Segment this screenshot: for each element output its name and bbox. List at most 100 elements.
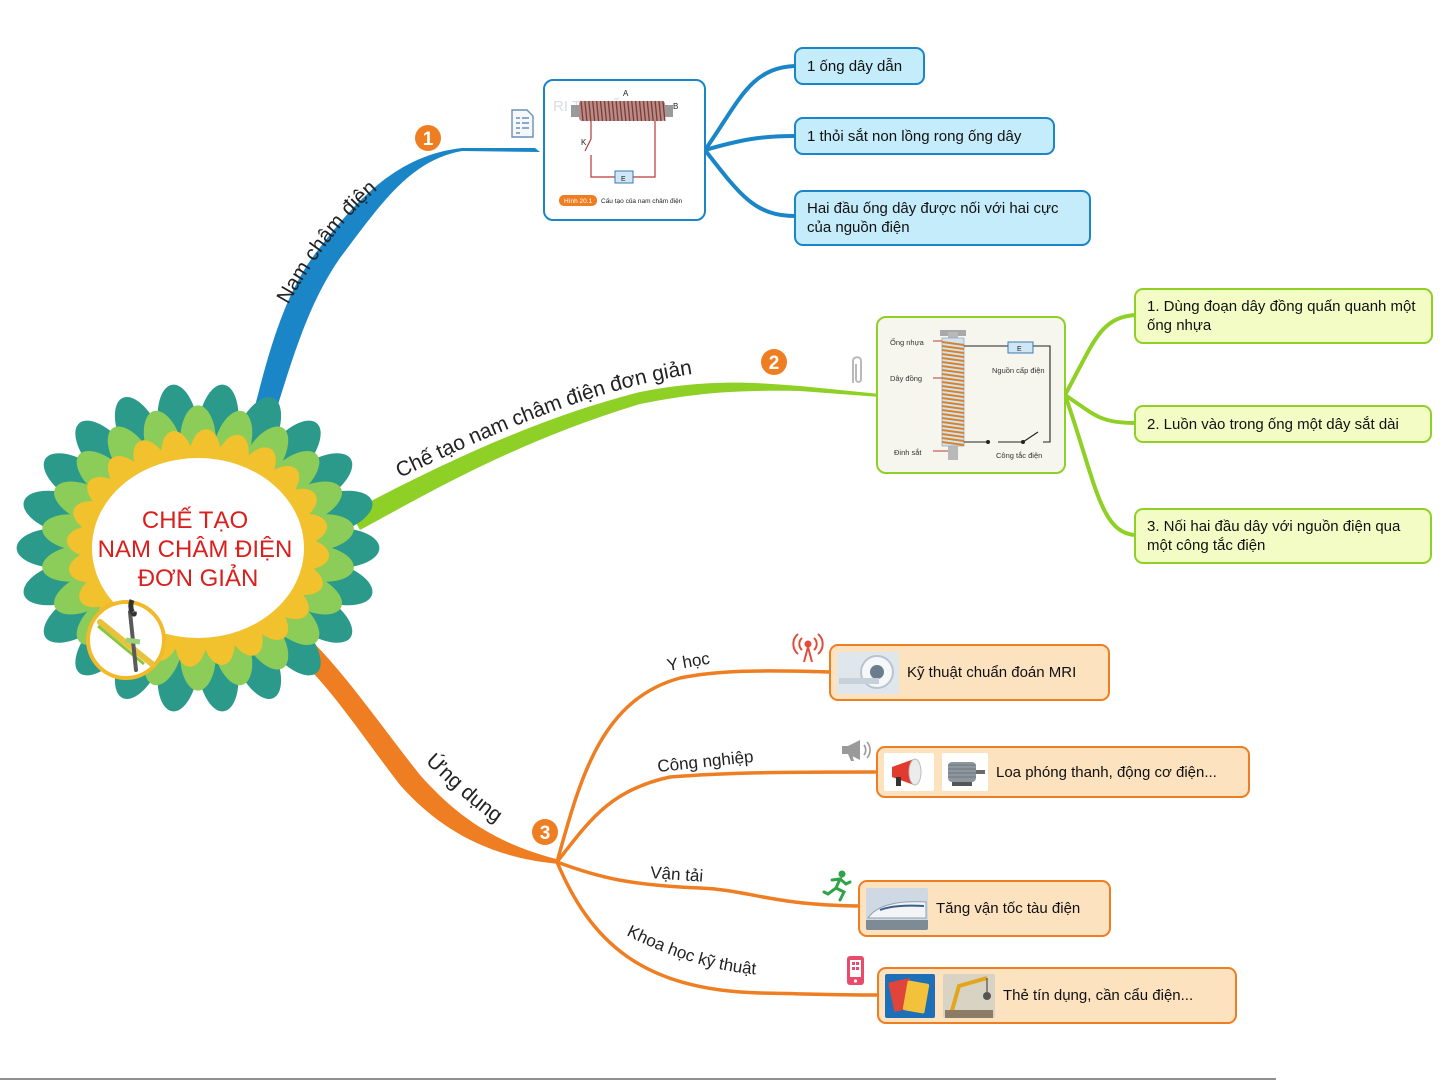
coil-turn: [603, 100, 608, 122]
brush-emblem-icon: [86, 599, 166, 680]
center-disc: [92, 458, 304, 638]
coil-turn: [623, 100, 627, 122]
step-3-text: 3. Nối hai đầu dây với nguồn điện qua mộ…: [1147, 518, 1401, 554]
item-iron-core: 1 thỏi sắt non lồng rong ống dây: [794, 117, 1055, 155]
number-badge-2: 2: [761, 349, 787, 375]
copper-turn: [941, 397, 965, 402]
electric-motor-thumbnail: [942, 753, 988, 791]
coil-turn: [611, 100, 615, 122]
copper-turn: [941, 409, 965, 414]
coil-turn: [627, 100, 631, 122]
app-mri-text: Kỹ thuật chuẩn đoán MRI: [907, 664, 1077, 681]
sub-label-medicine: Y học: [665, 649, 711, 675]
center-title-line1: CHẾ TẠO: [142, 506, 248, 534]
coil-turn: [615, 100, 619, 122]
branch-1-label: Nam châm điện: [272, 176, 381, 308]
runner-icon: [822, 870, 852, 902]
coil-turn: [642, 100, 647, 122]
copper-turn: [941, 429, 965, 434]
copper-turn: [941, 361, 965, 366]
item-coil: 1 ống dây dẫn: [794, 47, 925, 85]
coil-turn: [634, 100, 639, 122]
label-wire: Dây đồng: [890, 374, 922, 383]
app-mri: Kỹ thuật chuẩn đoán MRI: [829, 644, 1110, 701]
copper-turn: [941, 377, 965, 382]
electromagnet-diagram: RI T C SỐNG A B K E Hình 20.1 Cấu tạo củ…: [553, 89, 683, 206]
copper-turn: [941, 421, 965, 426]
label-power: Nguồn cấp điện: [992, 366, 1045, 375]
label-e-2: E: [1017, 346, 1022, 353]
app-science-text: Thẻ tín dụng, cần cẩu điện...: [1003, 987, 1194, 1004]
copper-turn: [941, 373, 965, 378]
paperclip-icon: [852, 356, 862, 383]
copper-turn: [941, 393, 965, 398]
signal-tower-icon: [792, 633, 824, 663]
figure-electromagnet: RI T C SỐNG A B K E Hình 20.1 Cấu tạo củ…: [543, 79, 706, 221]
branch-3-stroke: [290, 630, 560, 864]
item-iron-core-text: 1 thỏi sắt non lồng rong ống dây: [807, 127, 1022, 145]
coil-turn: [638, 100, 643, 122]
coil-turn: [654, 100, 658, 122]
coil-turn: [592, 100, 596, 122]
coil-turn: [646, 100, 650, 122]
caption-tag: [559, 195, 597, 206]
coil-turn: [607, 100, 611, 122]
coil-turn: [619, 100, 623, 122]
copper-turn: [941, 385, 965, 390]
svg-text:1: 1: [423, 129, 434, 150]
app-transport: Tăng vận tốc tàu điện: [858, 880, 1111, 937]
coil-turn: [580, 100, 584, 122]
number-badge-3: 3: [532, 819, 558, 845]
svg-text:2: 2: [769, 353, 780, 374]
label-tube: Ống nhựa: [890, 337, 925, 347]
electromagnetic-crane-thumbnail: [943, 973, 995, 1018]
coil-turn: [662, 100, 666, 122]
app-science: Thẻ tín dụng, cần cẩu điện...: [877, 967, 1237, 1024]
app-industry: Loa phóng thanh, động cơ điện...: [876, 746, 1250, 798]
coil-turn: [595, 100, 600, 122]
credit-cards-thumbnail: [885, 973, 935, 1018]
coil-turn: [584, 100, 588, 122]
copper-turn: [941, 405, 965, 410]
copper-turn: [941, 401, 965, 406]
step-1-text: 1. Dùng đoạn dây đồng quấn quanh một ống…: [1147, 298, 1416, 334]
copper-turn: [941, 341, 965, 346]
label-e-1: E: [621, 176, 626, 183]
copper-turn: [941, 353, 965, 358]
label-nail: Đinh sắt: [894, 448, 922, 457]
copper-turn: [941, 413, 965, 418]
label-b: B: [673, 102, 678, 111]
homemade-electromagnet-diagram: Ống nhựa Dây đồng Đinh sắt E Nguồn cấp đ…: [890, 330, 1051, 460]
app-industry-text: Loa phóng thanh, động cơ điện...: [996, 763, 1217, 781]
branch-1-connectors: [703, 64, 796, 218]
center-title-line3: ĐƠN GIẢN: [138, 563, 259, 592]
figure-homemade-electromagnet: Ống nhựa Dây đồng Đinh sắt E Nguồn cấp đ…: [876, 316, 1066, 474]
center-title-line2: NAM CHÂM ĐIỆN: [98, 536, 293, 563]
caption-text: Cấu tạo của nam châm điện: [601, 196, 683, 205]
svg-text:3: 3: [540, 823, 551, 844]
copper-turn: [941, 433, 965, 438]
coil-turn: [599, 100, 604, 122]
caption-tag-text: Hình 20.1: [564, 198, 593, 205]
label-k: K: [581, 138, 587, 147]
copper-turn: [941, 381, 965, 386]
bullet-train-thumbnail: [866, 887, 928, 930]
copper-turn: [941, 417, 965, 422]
branch-3-connectors: [555, 669, 878, 997]
item-power-connection-text: Hai đầu ống dây được nối với hai cực của…: [807, 200, 1059, 236]
number-badge-1: 1: [415, 125, 441, 151]
coil-windings: [580, 100, 666, 122]
item-power-connection: Hai đầu ống dây được nối với hai cực của…: [794, 190, 1091, 246]
megaphone-icon: [842, 740, 871, 761]
copper-turn: [941, 365, 965, 370]
copper-turn: [941, 357, 965, 362]
coil-turn: [658, 100, 662, 122]
document-icon: [511, 109, 534, 138]
copper-turn: [941, 369, 965, 374]
copper-turn: [941, 389, 965, 394]
sub-label-transport: Vận tải: [650, 863, 704, 886]
step-1: 1. Dùng đoạn dây đồng quấn quanh một ống…: [1134, 288, 1433, 344]
copper-turn: [941, 425, 965, 430]
sub-label-science: Khoa học kỹ thuật: [624, 922, 757, 979]
